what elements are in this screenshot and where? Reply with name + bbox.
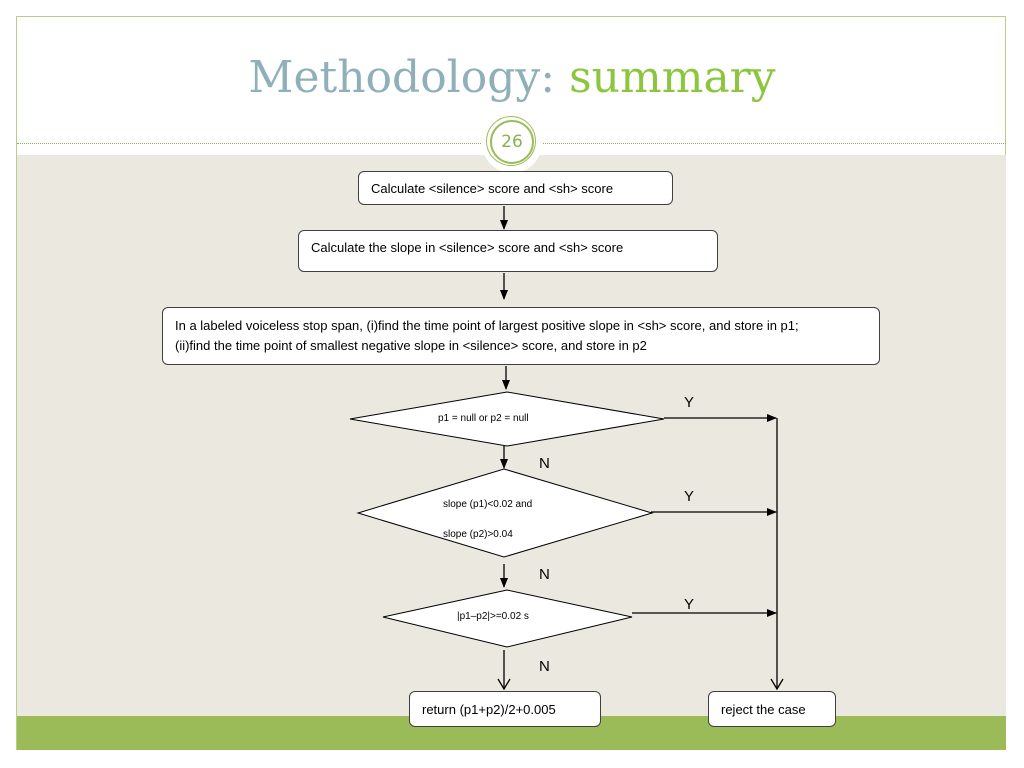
decision2-label-line2: slope (p2)>0.04 [443, 529, 513, 540]
decision2-label-line1: slope (p1)<0.02 and [443, 499, 533, 510]
yes-label-3: Y [684, 596, 695, 613]
decision2-diamond [356, 468, 654, 558]
decision1-diamond [349, 391, 665, 447]
title-accent-text: summary [569, 52, 776, 103]
divider-left [17, 143, 487, 144]
no-label-3: N [539, 658, 550, 675]
step1-text: Calculate <silence> score and <sh> score [371, 181, 614, 196]
step2-box: Calculate the slope in <silence> score a… [298, 230, 718, 272]
reject-result-box: reject the case [708, 691, 836, 727]
yes-label-2: Y [684, 488, 695, 505]
accept-result-box: return (p1+p2)/2+0.005 [409, 691, 601, 727]
accept-result-text: return (p1+p2)/2+0.005 [422, 702, 556, 717]
title-main-text: Methodology: [248, 52, 570, 103]
page-number: 26 [490, 120, 534, 164]
slide-title: Methodology: summary [0, 50, 1024, 106]
decision1-label: p1 = null or p2 = null [438, 413, 529, 424]
no-label-2: N [539, 566, 550, 583]
divider-right [538, 143, 1006, 144]
step3-text-line2: (ii)find the time point of smallest nega… [175, 338, 647, 353]
step1-box: Calculate <silence> score and <sh> score [358, 171, 673, 205]
page-number-ring [486, 116, 536, 166]
step2-text: Calculate the slope in <silence> score a… [311, 240, 624, 255]
yes-label-1: Y [684, 394, 695, 411]
step3-box: In a labeled voiceless stop span, (i)fin… [162, 307, 880, 365]
step3-text-line1: In a labeled voiceless stop span, (i)fin… [175, 318, 799, 333]
no-label-1: N [539, 455, 550, 472]
reject-result-text: reject the case [721, 702, 806, 717]
decision3-label: |p1–p2|>=0.02 s [457, 611, 529, 622]
decision3-diamond [382, 589, 633, 648]
